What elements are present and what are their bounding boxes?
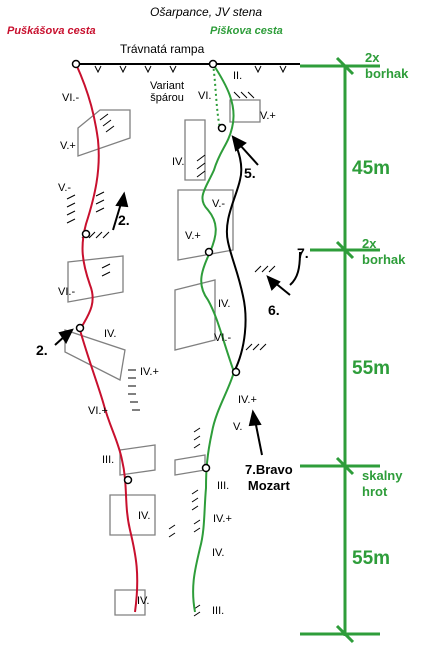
grade-left-2: V.+ [60,140,76,152]
grade-right-7: IV. [218,298,231,310]
grade-right-3: V.+ [260,110,276,122]
route-name-bravo-mozart: 7.Bravo Mozart [245,462,293,493]
variant-label: Variant špárou [150,80,185,104]
grade-left-8: III. [102,454,115,466]
wall-title: Ošarpance, JV stena [150,5,263,19]
grade-right-13: IV. [212,547,225,559]
grade-right-4: IV. [172,156,185,168]
pitch-number-6: 6. [268,302,280,318]
scale-mid-anchor: 2x borhak [362,236,406,267]
grade-right-8: VI.- [214,332,232,344]
grade-left-5: IV. [104,328,117,340]
pitch-number-2-upper: 2. [118,212,130,228]
grade-right-5: V.- [212,198,226,210]
black-route [225,139,301,373]
route-name-piskova: Piškova cesta [210,25,283,37]
grade-right-6: V.+ [185,230,201,242]
grade-right-2: VI. [198,90,212,102]
pitch-number-2-lower: 2. [36,342,48,358]
green-route [192,63,236,613]
grade-left-6: IV.+ [140,366,159,378]
pitch-number-7: 7. [297,245,309,261]
grade-right-11: III. [217,480,230,492]
belay-stations [71,59,241,485]
grade-right-14: III. [212,605,225,617]
grade-right-1: II. [233,70,243,82]
ramp-grass [94,65,287,74]
pitch-number-5: 5. [244,165,256,181]
ramp-label: Trávnatá rampa [120,42,205,56]
grade-left-7: VI.+ [88,405,108,417]
rock-features [64,99,261,616]
pitch-arrows [54,135,291,456]
scale-length-1: 45m [352,158,391,179]
green-variant-dotted [212,63,221,129]
grade-left-9: IV. [138,510,151,522]
grade-right-10: V. [233,421,243,433]
grade-left-1: VI.- [62,92,80,104]
grade-right-9: IV.+ [238,394,257,406]
grade-right-12: IV.+ [213,513,232,525]
scale-length-3: 55m [352,548,391,569]
scale-length-2: 55m [352,358,391,379]
scale-top-anchor: 2x borhak [365,50,409,81]
grade-left-4: VI.- [58,286,76,298]
length-scale [300,56,380,644]
scale-rock-horn: skalny hrot [362,468,403,499]
grade-left-3: V.- [58,182,72,194]
grade-left-10: IV. [137,595,150,607]
route-name-puskasova: Puškášova cesta [7,25,96,37]
